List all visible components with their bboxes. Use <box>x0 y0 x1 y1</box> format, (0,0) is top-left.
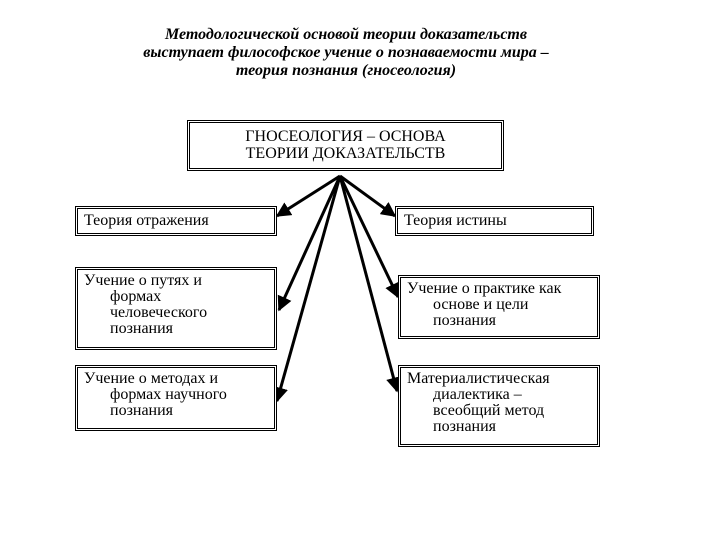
methods-line-2: формах научного <box>110 386 227 403</box>
practice-line-3: познания <box>433 312 497 329</box>
paths-line-2: формах <box>110 288 162 305</box>
dialectics-line-2: диалектика – <box>433 386 522 403</box>
title-line-3: теория познания (гносеология) <box>235 62 457 79</box>
title-line-1: Методологической основой теории доказате… <box>164 26 528 43</box>
arrow-to-reflection <box>275 174 341 218</box>
paths-line-4: познания <box>110 320 174 337</box>
dialectics-line-3: всеобщий метод <box>433 402 545 419</box>
dialectics-line-4: познания <box>433 418 497 435</box>
practice-doctrine-box: Учение о практике как основе и цели позн… <box>398 275 600 339</box>
dialectics-line-1: Материалистическая <box>407 370 550 387</box>
reflection-theory-box: Теория отражения <box>75 206 277 236</box>
title-line-2: выступает философское учение о познаваем… <box>143 44 549 61</box>
diagram-title: Методологической основой теории доказате… <box>60 26 632 80</box>
arrow-to-methods <box>273 175 342 403</box>
paths-line-1: Учение о путях и <box>84 272 202 289</box>
truth-theory-box: Теория истины <box>395 206 594 236</box>
gnoseology-box: ГНОСЕОЛОГИЯ – ОСНОВА ТЕОРИИ ДОКАЗАТЕЛЬСТ… <box>187 120 504 171</box>
methods-line-3: познания <box>110 402 174 419</box>
arrow-to-paths <box>277 175 342 312</box>
paths-line-3: человеческого <box>110 304 208 321</box>
practice-line-1: Учение о практике как <box>407 280 562 297</box>
arrow-to-truth <box>339 174 397 218</box>
methods-line-1: Учение о методах и <box>84 370 219 387</box>
truth-line-1: Теория истины <box>404 212 507 229</box>
cognition-paths-box: Учение о путях и формах человеческого по… <box>75 267 277 350</box>
arrow-to-dialectics <box>338 175 401 393</box>
gnoseology-line-2: ТЕОРИИ ДОКАЗАТЕЛЬСТВ <box>245 145 446 162</box>
reflection-line-1: Теория отражения <box>84 212 209 229</box>
materialist-dialectics-box: Материалистическая диалектика – всеобщий… <box>398 365 600 447</box>
practice-line-2: основе и цели <box>433 296 529 313</box>
gnoseology-line-1: ГНОСЕОЛОГИЯ – ОСНОВА <box>245 128 446 145</box>
scientific-methods-box: Учение о методах и формах научного позна… <box>75 365 277 431</box>
arrow-to-practice <box>338 175 400 299</box>
